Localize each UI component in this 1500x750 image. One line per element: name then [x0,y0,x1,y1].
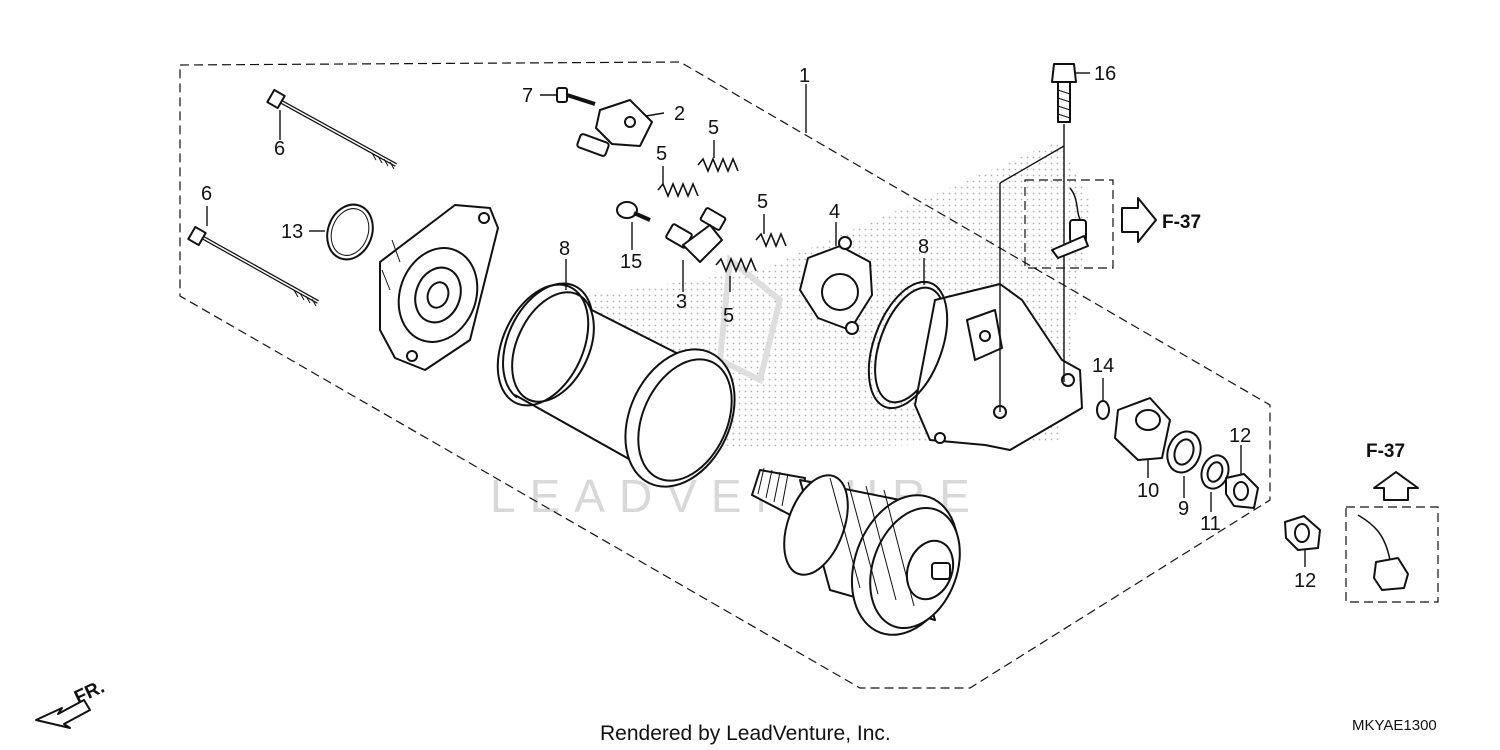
brush-holder-plate [799,236,873,335]
spring-upper-right [697,156,739,174]
seal-ring [1166,430,1202,474]
ref-arrow-up-icon [1373,471,1419,501]
housing-gasket-front [496,283,590,407]
wire-clamp-detail-box [1024,179,1114,269]
callout-12b: 12 [1294,570,1316,592]
callout-6a: 6 [274,138,285,160]
callout-7: 7 [522,85,533,107]
callout-6b: 6 [201,183,212,205]
leader-lines [206,72,1306,567]
callout-15: 15 [620,251,642,273]
front-direction-indicator: FR. [35,677,108,729]
callout-5a: 5 [708,117,719,139]
callouts: 1 2 7 5 5 5 5 3 15 4 6 6 13 8 8 16 14 12… [201,63,1316,592]
long-bolt-lower [187,225,319,307]
callout-11: 11 [1200,513,1221,535]
callout-10: 10 [1137,480,1159,502]
terminal-cap-detail-box [1345,506,1439,603]
front-arrow-icon [35,699,91,729]
callout-5c: 5 [757,191,768,213]
long-bolt-upper [266,88,397,170]
callout-3: 3 [676,291,687,313]
callout-1: 1 [799,65,810,87]
callout-5b: 5 [656,143,667,165]
diagram-code: MKYAE1300 [1352,717,1437,734]
o-ring-small [1096,400,1110,420]
wire-clamp [1051,187,1089,259]
brush-terminal [576,99,653,157]
terminal-cap [1357,514,1409,591]
spring-lower [715,256,757,274]
callout-8b: 8 [918,236,929,258]
callout-5d: 5 [723,305,734,327]
o-ring-inner [330,208,370,256]
o-ring [326,203,374,261]
callout-14: 14 [1092,355,1114,377]
ref-arrow-right-icon [1121,197,1157,243]
ref-label-upper: F-37 [1162,212,1201,233]
leader-rear-mount [999,145,1065,184]
callout-2: 2 [674,103,685,125]
armature [751,467,961,636]
terminal-screw [556,87,596,106]
callout-12a: 12 [1229,425,1251,447]
washer [1200,454,1230,490]
front-cover [379,204,499,371]
brush-screw [616,201,651,222]
callout-16: 16 [1094,63,1116,85]
assembly-boundary [179,61,1271,689]
callout-4: 4 [829,201,840,223]
spring-upper-left [657,181,699,199]
callout-9: 9 [1178,498,1189,520]
callout-13: 13 [281,221,303,243]
rear-cover [874,283,1083,451]
watermark-logo [716,254,784,385]
spring-middle [755,231,787,249]
callout-8a: 8 [559,238,570,260]
footer-credit: Rendered by LeadVenture, Inc. [600,722,891,745]
planetary-gear-cup [1114,397,1171,461]
flange-nut-inner [1225,473,1259,509]
ref-label-lower: F-37 [1366,441,1405,462]
flange-nut-outer [1284,515,1321,551]
brush-set [665,207,727,263]
housing-gasket-rear [867,280,949,410]
